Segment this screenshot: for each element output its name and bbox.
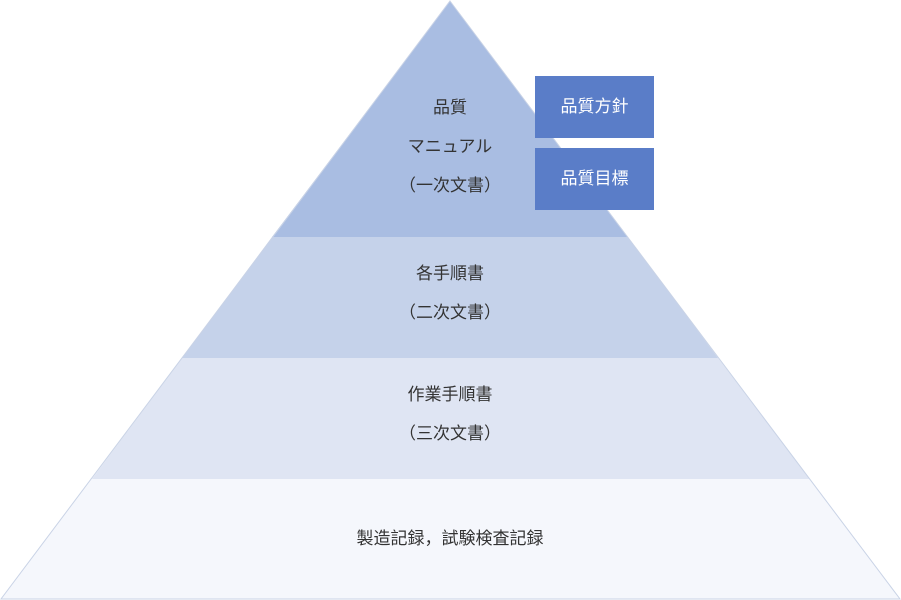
- tier-second-line-1: 各手順書: [416, 264, 484, 284]
- tier-base-label: 製造記録，試験検査記録: [300, 520, 600, 559]
- pyramid-tier-base: [1, 479, 900, 599]
- quality-objective-box: 品質目標: [535, 148, 654, 210]
- tier-top-line-1: 品質: [433, 98, 467, 118]
- pyramid-tier-third: [92, 358, 810, 479]
- tier-base-line-1: 製造記録，試験検査記録: [356, 529, 544, 549]
- tier-third-label: 作業手順書 （三次文書）: [350, 376, 550, 454]
- tier-second-line-2: （二次文書）: [399, 303, 501, 323]
- tier-top-line-2: マニュアル: [407, 137, 493, 157]
- tier-third-line-2: （三次文書）: [399, 424, 501, 444]
- tier-third-line-1: 作業手順書: [407, 385, 493, 405]
- pyramid-tier-second: [182, 237, 718, 358]
- tier-top-label: 品質 マニュアル （一次文書）: [350, 89, 550, 206]
- tier-second-label: 各手順書 （二次文書）: [350, 255, 550, 333]
- tier-top-line-3: （一次文書）: [399, 176, 501, 196]
- quality-policy-box: 品質方針: [535, 76, 654, 138]
